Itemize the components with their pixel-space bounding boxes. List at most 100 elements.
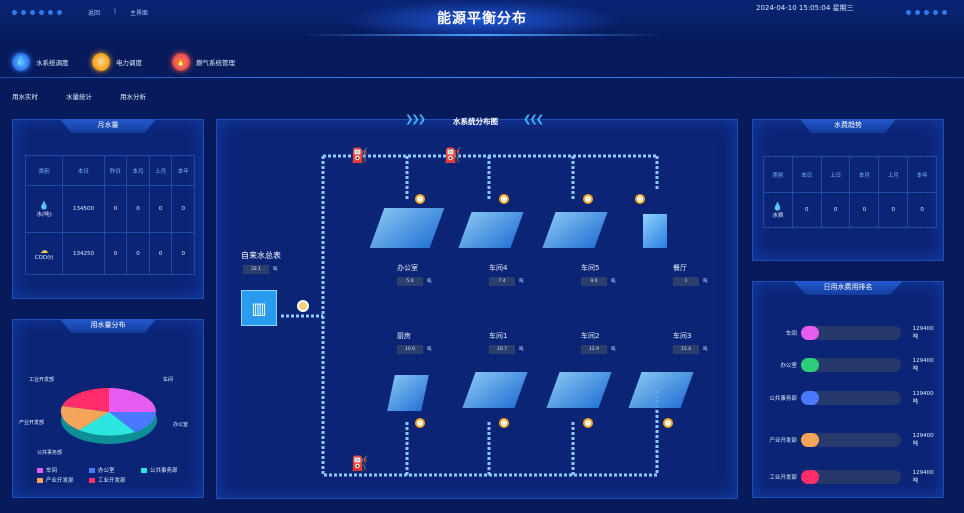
ranking-bar-fill	[800, 358, 819, 372]
ranking-value: 129400吨	[912, 470, 934, 484]
panel-title: 日用水费用排名	[793, 281, 903, 295]
cell: 0	[878, 192, 909, 228]
subtab-realtime[interactable]: 用水实时	[12, 93, 38, 101]
cell: 134500	[62, 184, 105, 234]
pie-slice-public-affairs	[79, 412, 135, 436]
tab-label: 水系统调度	[36, 59, 69, 67]
table-row: 💧水(吨) 134500 0 0 0 0	[24, 184, 195, 234]
pie-slice-office	[109, 412, 157, 432]
ranking-bar-track	[800, 391, 901, 405]
col-header: 类别	[763, 156, 793, 193]
valve-icon[interactable]	[583, 194, 593, 204]
unit: 吨	[611, 279, 616, 284]
ranking-label: 办公室	[780, 363, 797, 369]
pie-label: 产业开发部	[19, 420, 45, 426]
pie-label: 车间	[163, 377, 174, 383]
monthly-water-panel: 月水量 类别 本日 昨日 本月 上月 本年 💧水(吨) 134500 0 0 0…	[12, 119, 204, 299]
ranking-bar-track	[800, 358, 901, 372]
table-row: 💧水费 0 0 0 0 0	[763, 192, 937, 228]
pie-label: 公共事务部	[37, 450, 63, 456]
tab-water-system[interactable]: 💧 水系统调度	[12, 53, 69, 71]
cell: 0	[148, 232, 173, 275]
valve-icon[interactable]	[297, 300, 309, 312]
ranking-bar-track	[800, 326, 901, 340]
col-header: 本月	[849, 156, 880, 193]
building-value: 7.4	[489, 277, 515, 286]
home-link[interactable]: 主界面	[130, 10, 149, 17]
valve-icon[interactable]	[583, 418, 593, 428]
water-meter-icon[interactable]: ▥	[241, 290, 277, 326]
right-dots-decoration	[906, 10, 947, 15]
valve-icon[interactable]	[415, 194, 425, 204]
hydrant-icon[interactable]: ⛽	[351, 456, 369, 472]
cell: 0	[103, 232, 128, 275]
tab-label: 电力调度	[116, 59, 142, 67]
ranking-bar-fill	[800, 391, 819, 405]
cell: 0	[791, 192, 822, 228]
table-row: ☁COD(t) 134250 0 0 0 0	[24, 232, 195, 275]
hydrant-icon[interactable]: ⛽	[444, 148, 462, 164]
ranking-label: 公共事务部	[769, 396, 797, 402]
panel-title: 月水量	[60, 119, 156, 133]
title-underline	[300, 34, 664, 36]
unit: 吨	[703, 347, 708, 352]
back-link[interactable]: 返回	[88, 10, 101, 17]
tab-power[interactable]: ⚡ 电力调度	[92, 53, 142, 71]
water-map-panel: ❯❯❯ 水系统分布图 ❮❮❮ ⛽ ⛽ ⛽ 自来水总表 32.1 吨 ▥ 办公室 …	[216, 114, 738, 499]
header-link-separator: |	[114, 8, 117, 15]
unit: 吨	[703, 279, 708, 284]
row-name: 水(吨)	[36, 211, 52, 218]
building-label: 车间3	[673, 332, 692, 340]
legend-item: 公共事务部	[141, 466, 201, 474]
subtab-analysis[interactable]: 用水分析	[120, 93, 146, 101]
flame-icon: 🔥	[172, 53, 190, 71]
chevron-left-icon: ❮❮❮	[523, 114, 544, 125]
lightning-icon: ⚡	[92, 53, 110, 71]
tab-gas[interactable]: 🔥 燃气系统管理	[172, 53, 235, 71]
legend-item: 工业开发部	[89, 476, 141, 484]
ranking-bar-fill	[800, 326, 819, 340]
subtab-statistics[interactable]: 水量统计	[66, 93, 92, 101]
ranking-value: 129400吨	[912, 391, 934, 405]
valve-icon[interactable]	[663, 418, 673, 428]
cell: 134250	[62, 232, 105, 275]
pie-label: 办公室	[173, 422, 189, 428]
ranking-bar-track	[800, 433, 901, 447]
ranking-bar-track	[800, 470, 901, 484]
ranking-value: 129400吨	[912, 326, 934, 340]
source-label: 自来水总表	[241, 251, 281, 260]
valve-icon[interactable]	[499, 418, 509, 428]
ranking-bar-fill	[800, 433, 819, 447]
chevron-right-icon: ❯❯❯	[405, 114, 426, 125]
legend-item: 办公室	[89, 466, 141, 474]
unit: 吨	[611, 347, 616, 352]
cell: 0	[171, 232, 195, 275]
valve-icon[interactable]	[499, 194, 509, 204]
valve-icon[interactable]	[635, 194, 645, 204]
cell: 0	[820, 192, 851, 228]
cell: 0	[126, 184, 150, 234]
col-header: 类别	[24, 155, 64, 186]
header-glow	[340, 0, 624, 40]
pie-slice-workshop	[109, 388, 156, 412]
ranking-value: 129400吨	[912, 433, 934, 447]
building-canteen-icon[interactable]	[643, 214, 667, 248]
water-fee-table: 类别 本日 上日 本月 上月 本年 💧水费 0 0 0 0 0	[763, 156, 937, 228]
unit: 吨	[427, 347, 432, 352]
building-label: 车间1	[489, 332, 508, 340]
pie-slice-industry-dev	[60, 406, 109, 430]
col-header: 本日	[62, 155, 105, 186]
water-drop-icon: 💧	[12, 53, 30, 71]
col-header: 上月	[148, 155, 173, 186]
col-header: 上日	[820, 156, 851, 193]
unit: 吨	[519, 279, 524, 284]
pie-chart-3d	[60, 387, 157, 444]
panel-title: 用水量分布	[60, 319, 156, 333]
tab-divider	[0, 77, 964, 78]
header-links: 返回 | 主界面	[88, 8, 148, 17]
valve-icon[interactable]	[415, 418, 425, 428]
hydrant-icon[interactable]: ⛽	[351, 148, 369, 164]
unit: 吨	[519, 347, 524, 352]
cell: 0	[907, 192, 937, 228]
pie-label: 工业开发部	[29, 377, 55, 383]
